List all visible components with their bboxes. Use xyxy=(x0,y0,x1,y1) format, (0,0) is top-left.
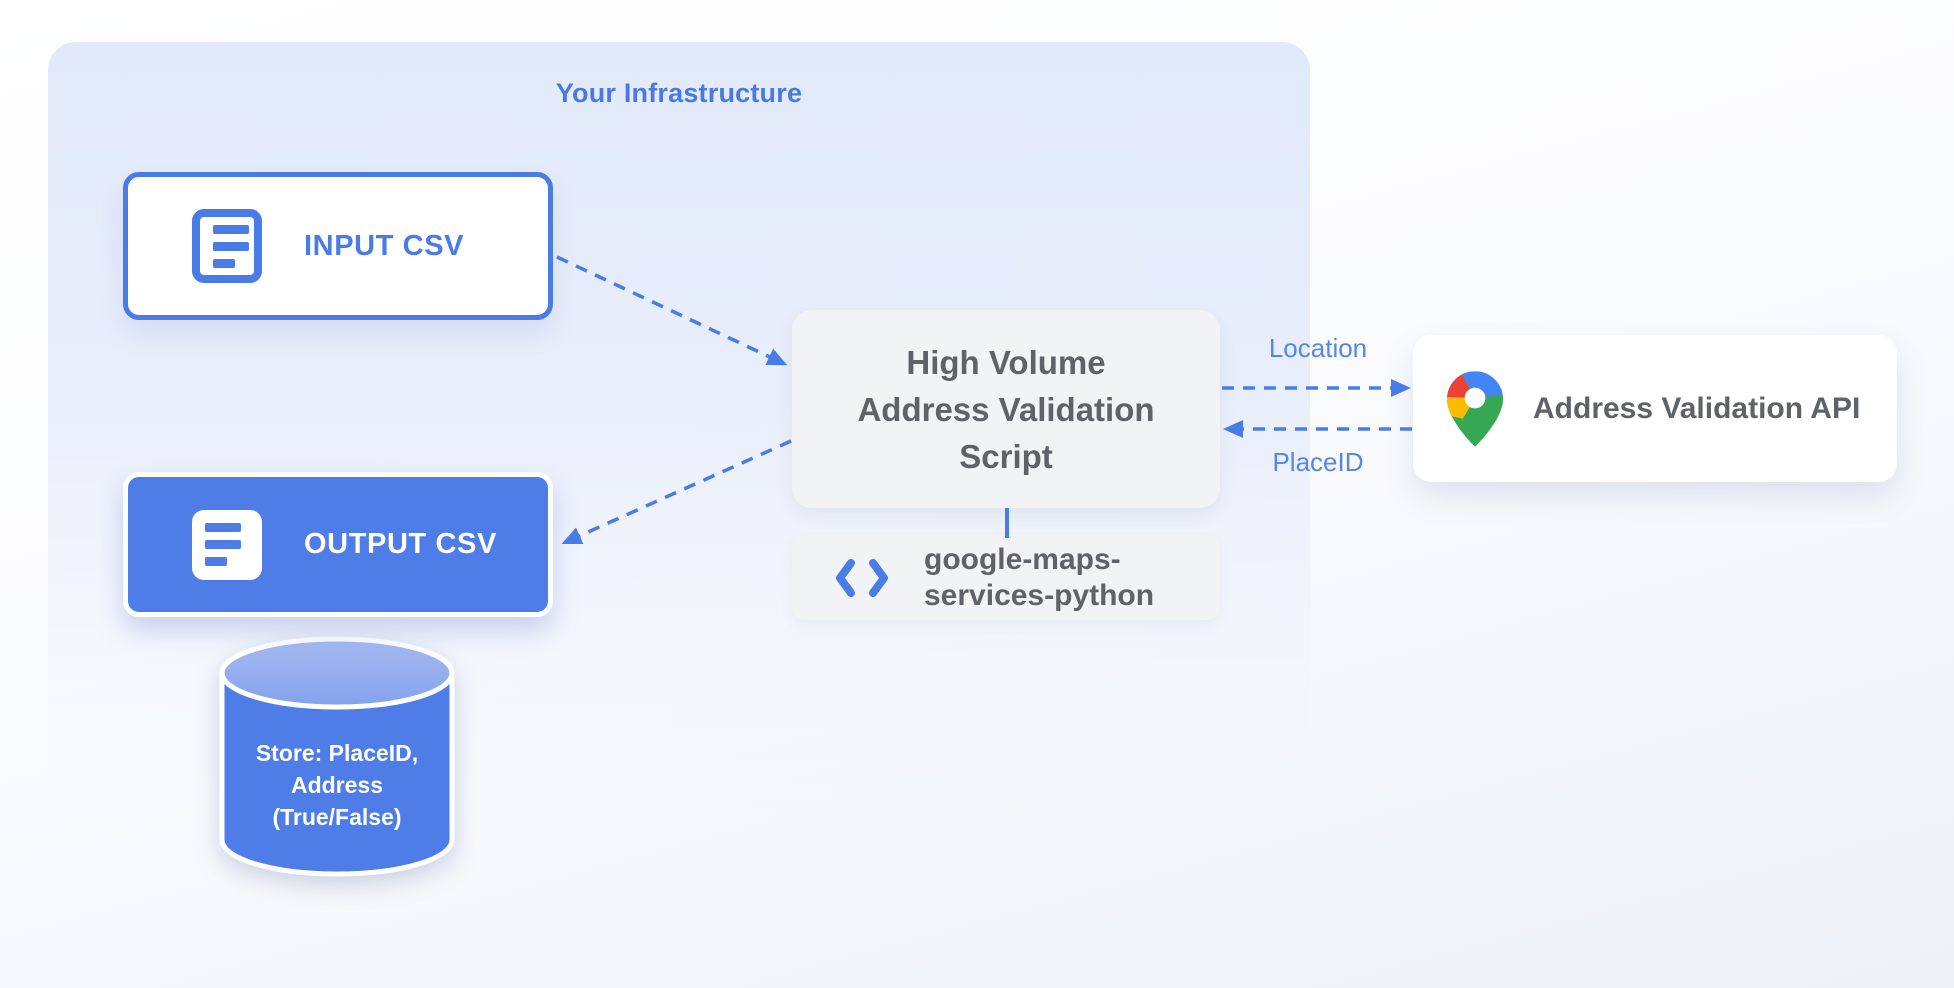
database-cylinder-icon xyxy=(219,636,455,877)
edge-label-placeid: PlaceID xyxy=(1272,447,1364,477)
datastore-label: Store: PlaceID, Address (True/False) xyxy=(227,737,447,833)
library-node: google-maps- services-python xyxy=(792,535,1220,620)
output-csv-label: OUTPUT CSV xyxy=(304,528,497,560)
datastore-line: (True/False) xyxy=(272,804,402,830)
api-node: Address Validation API xyxy=(1413,335,1897,482)
code-icon xyxy=(836,558,888,597)
input-csv-node: INPUT CSV xyxy=(123,172,553,320)
google-maps-pin-icon xyxy=(1446,370,1504,447)
script-label-line: Script xyxy=(959,437,1053,475)
script-label-line: Address Validation xyxy=(857,390,1155,428)
doc-line xyxy=(205,557,227,566)
document-icon xyxy=(192,209,262,283)
script-label-line: High Volume xyxy=(906,343,1106,381)
doc-line xyxy=(205,523,241,532)
input-csv-label: INPUT CSV xyxy=(304,229,465,262)
datastore-line: Address xyxy=(290,772,384,798)
doc-line xyxy=(213,258,235,268)
library-label-line: services-python xyxy=(924,578,1155,612)
document-icon xyxy=(192,509,262,580)
edge-label-location: Location xyxy=(1268,333,1368,363)
doc-line xyxy=(213,241,249,251)
doc-line xyxy=(205,540,241,549)
output-csv-node: OUTPUT CSV xyxy=(123,472,553,617)
script-node: High Volume Address Validation Script xyxy=(792,310,1220,508)
infrastructure-title: Your Infrastructure xyxy=(555,78,803,108)
datastore-line: Store: PlaceID, xyxy=(255,740,419,766)
library-label: google-maps- services-python xyxy=(924,542,1154,614)
doc-line xyxy=(213,224,249,234)
api-label: Address Validation API xyxy=(1533,391,1861,425)
library-label-line: google-maps- xyxy=(924,542,1121,576)
